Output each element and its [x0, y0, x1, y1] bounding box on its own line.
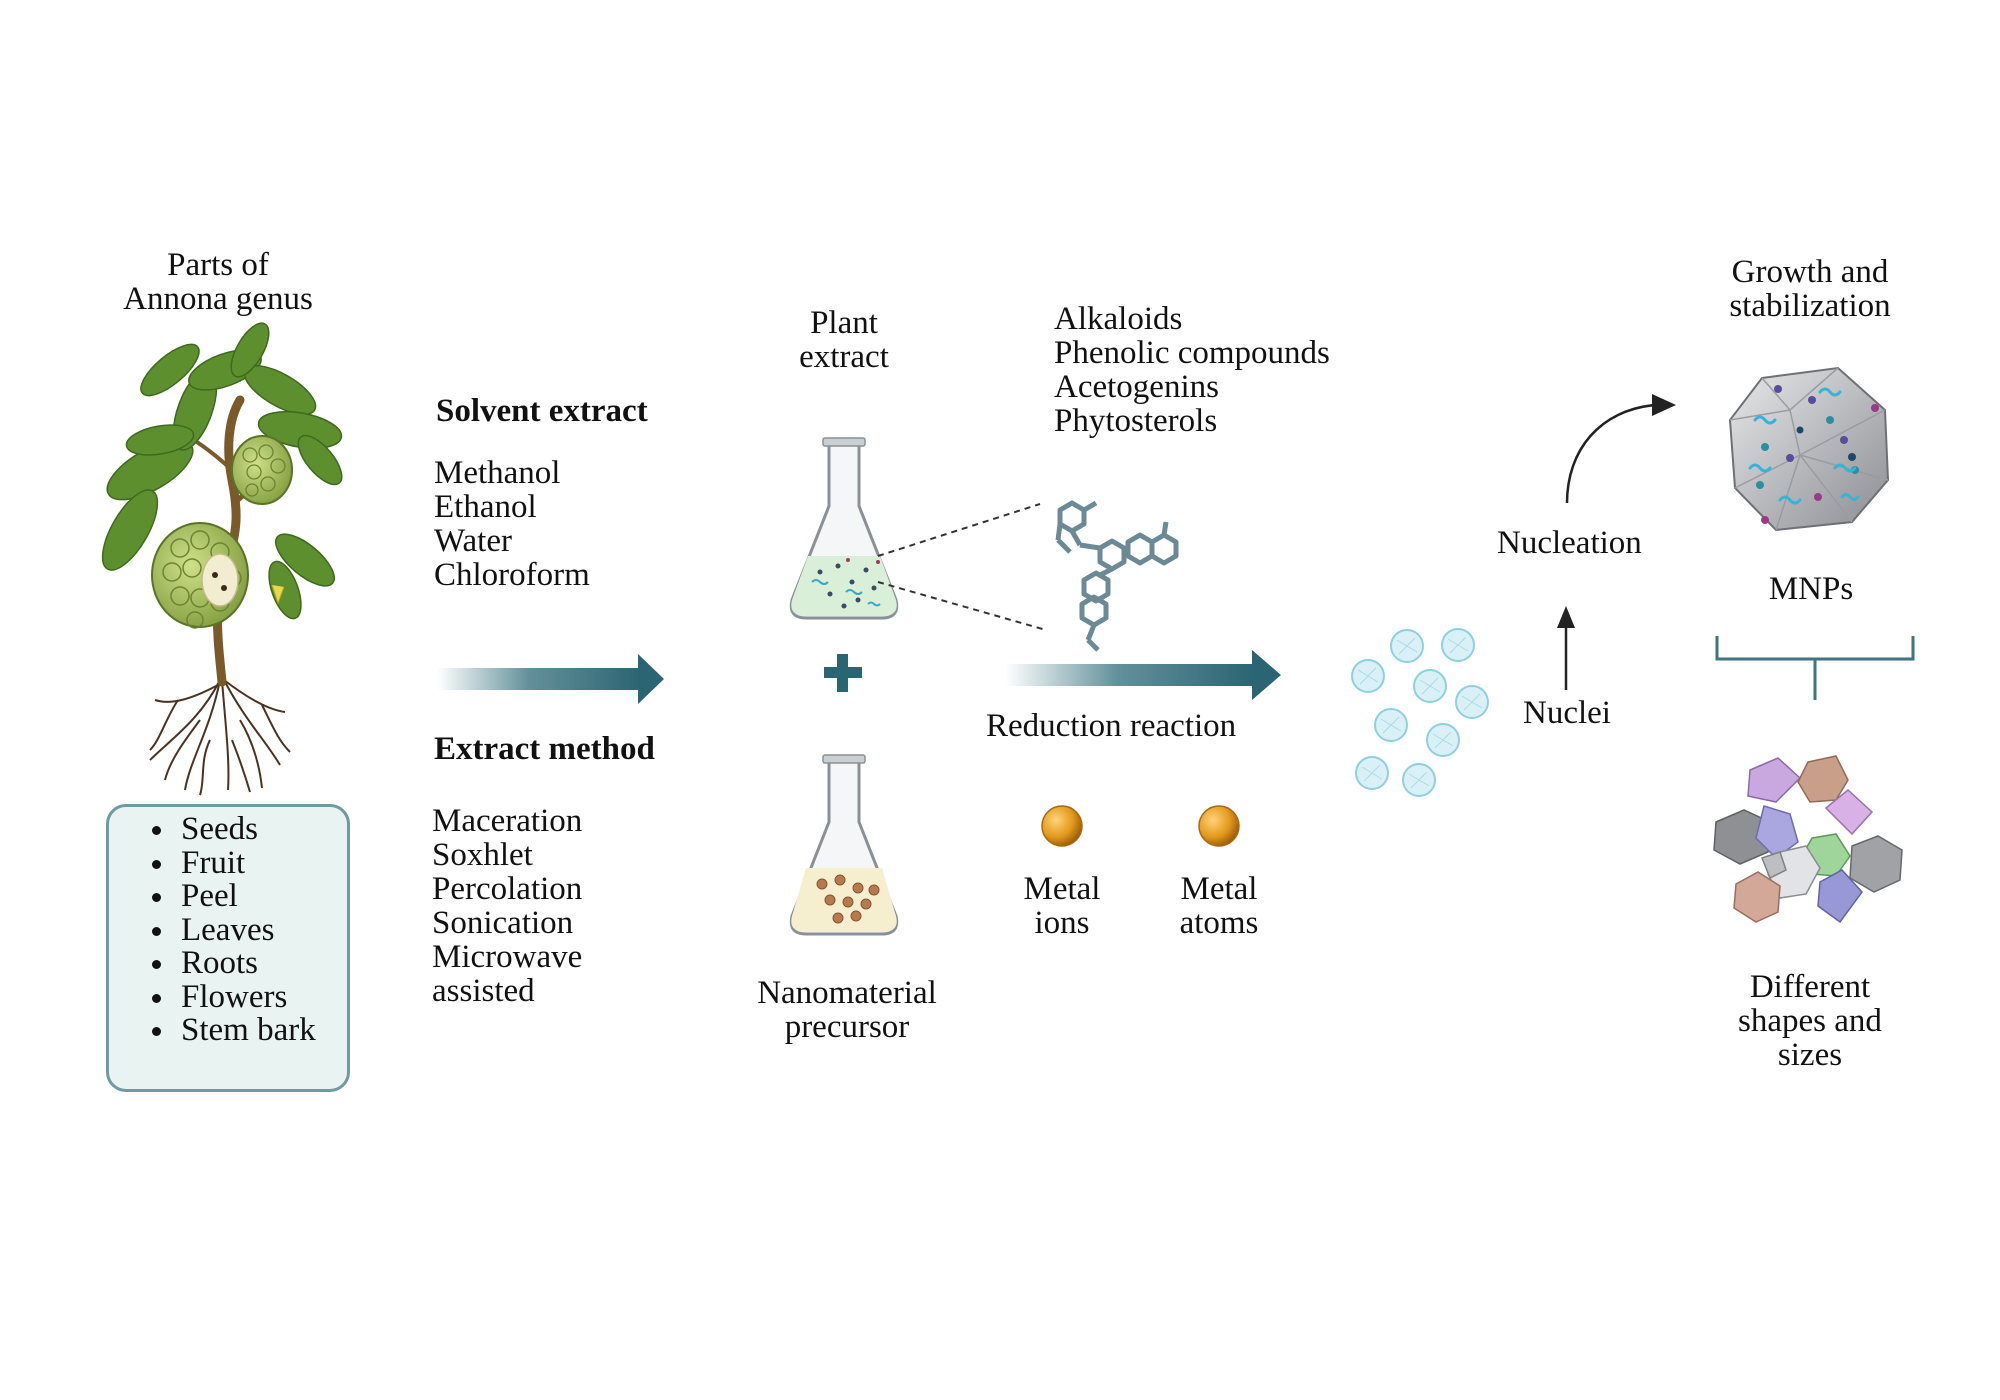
polyhedra-icon — [1713, 755, 1903, 924]
metal-atom-icon — [1198, 805, 1240, 847]
plant-title: Parts of Annona genus — [123, 247, 313, 317]
nucleation-label: Nucleation — [1497, 525, 1642, 561]
parts-list: Seeds Fruit Peel Leaves Roots Flowers St… — [109, 807, 347, 1048]
arrow-reduction — [1005, 650, 1281, 700]
flask-icon — [789, 754, 899, 936]
plant-illustration — [101, 322, 343, 796]
molecule-icon — [1055, 500, 1179, 652]
solvent-heading: Solvent extract — [436, 393, 648, 429]
list-item: Seeds — [177, 812, 347, 847]
method-heading: Extract method — [434, 731, 655, 767]
list-item: Fruit — [177, 846, 347, 881]
flask-icon — [789, 437, 899, 620]
fruit — [151, 435, 293, 629]
growth-label: Growth and stabilization — [1729, 254, 1891, 324]
plus-icon — [824, 654, 862, 692]
list-item: Flowers — [177, 980, 347, 1015]
method-list: Maceration Soxhlet Percolation Sonicatio… — [432, 803, 583, 1009]
arrow-nuclei-up — [1557, 606, 1575, 690]
list-item: Stem bark — [177, 1013, 347, 1048]
parts-list-box: Seeds Fruit Peel Leaves Roots Flowers St… — [106, 804, 350, 1092]
list-item: Peel — [177, 879, 347, 914]
shapes-label: Different shapes and sizes — [1738, 969, 1882, 1073]
extract-label: Plant extract — [799, 305, 889, 375]
metal-ions-label: Metal ions — [1023, 871, 1101, 941]
roots — [149, 679, 291, 796]
arrow-nucleation — [1565, 394, 1676, 504]
mnps-label: MNPs — [1768, 571, 1854, 607]
nanoparticle-icon — [1728, 366, 1890, 532]
compounds-list: Alkaloids Phenolic compounds Acetogenins… — [1054, 301, 1330, 439]
nuclei-label: Nuclei — [1523, 695, 1611, 731]
precursor-label: Nanomaterial precursor — [757, 975, 937, 1045]
zoom-lines — [877, 503, 1047, 631]
arrow-solvent-to-extract — [437, 654, 664, 704]
reduction-label: Reduction reaction — [986, 708, 1237, 744]
nuclei-cluster — [1351, 628, 1489, 797]
metal-atoms-label: Metal atoms — [1179, 871, 1259, 941]
metal-ion-icon — [1041, 805, 1083, 847]
bracket — [1715, 636, 1915, 700]
list-item: Leaves — [177, 913, 347, 948]
list-item: Roots — [177, 946, 347, 981]
solvent-list: Methanol Ethanol Water Chloroform — [434, 455, 590, 593]
